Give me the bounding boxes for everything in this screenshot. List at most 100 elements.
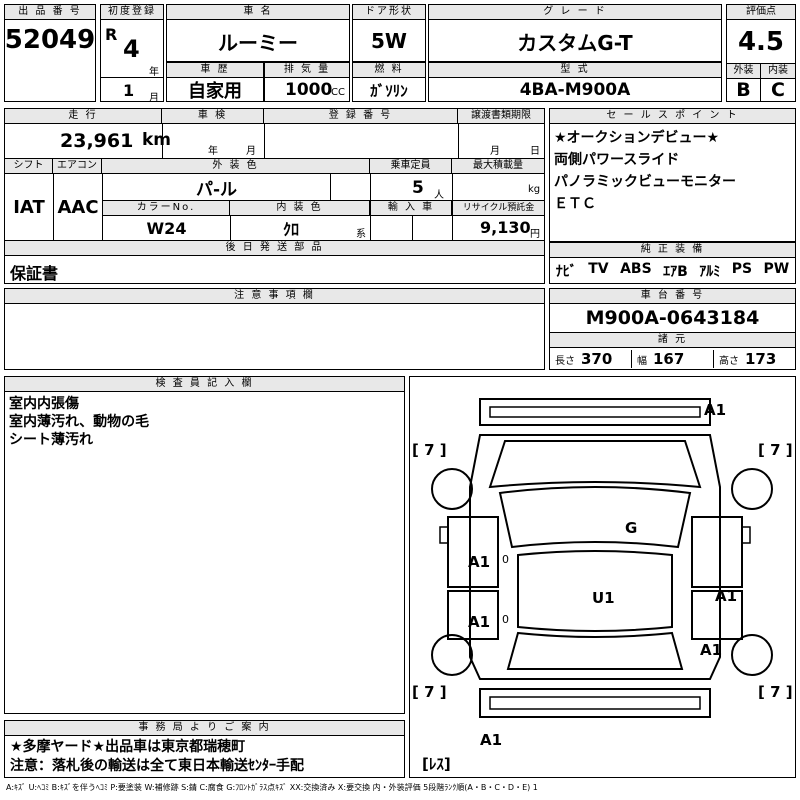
roof-outline bbox=[517, 550, 673, 632]
car-name-label: 車 名 bbox=[167, 5, 349, 20]
damage-mark-left-rear-door: A1 bbox=[468, 613, 490, 631]
height: 173 bbox=[745, 350, 777, 368]
hood-outline bbox=[488, 440, 702, 489]
model-code: 4BA-M900A bbox=[519, 80, 631, 100]
equipment-item: PS bbox=[731, 261, 753, 277]
transfer-day-unit: 日 bbox=[530, 146, 540, 157]
fuel-label: 燃 料 bbox=[353, 63, 425, 78]
right-mirror bbox=[741, 526, 751, 544]
sales-points-list: ★オークションデビュー★ 両側パワースライド パノラミックビューモニター ＥＴＣ bbox=[550, 124, 795, 218]
displacement-box: 排 気 量 1000 CC bbox=[264, 62, 350, 102]
damage-mark-roof: U1 bbox=[592, 589, 615, 607]
right-rear-door bbox=[691, 590, 743, 640]
score-label: 評価点 bbox=[727, 5, 795, 20]
inspection-label: 車 検 bbox=[162, 109, 264, 124]
grade-box: グ レ ー ド カスタムG-T bbox=[428, 4, 722, 62]
equipment-item: ｴｱB bbox=[663, 264, 688, 280]
tire-tread-front-right: [ 7 ] bbox=[758, 441, 793, 459]
tire-tread-front-left: [ 7 ] bbox=[412, 441, 447, 459]
displacement-unit: CC bbox=[331, 87, 345, 98]
model-box: 型 式 4BA-M900A bbox=[428, 62, 722, 102]
later-parts-label: 後 日 発 送 部 品 bbox=[5, 241, 544, 256]
left-mirror bbox=[439, 526, 449, 544]
inspector-note: シート薄汚れ bbox=[9, 432, 93, 448]
mileage-unit: km bbox=[142, 130, 172, 150]
length: 370 bbox=[581, 350, 613, 368]
damage-mark-rear-bumper: A1 bbox=[480, 731, 502, 749]
car-name: ルーミー bbox=[218, 30, 298, 55]
reg-month: 1 bbox=[123, 81, 135, 100]
grade: カスタムG-T bbox=[517, 30, 633, 55]
month-unit: 月 bbox=[149, 93, 159, 104]
equipment-item: PW bbox=[763, 261, 790, 277]
front-bumper-inner bbox=[489, 406, 701, 418]
max-load-label: 最大積載量 bbox=[452, 159, 544, 174]
rear-bumper-inner bbox=[489, 696, 701, 710]
equipment-item: ABS bbox=[620, 261, 652, 277]
shift-label: シフト bbox=[5, 159, 53, 174]
later-parts: 保証書 bbox=[10, 264, 59, 283]
lot-number: 52049 bbox=[5, 25, 95, 55]
chassis-box: 車 台 番 号 M900A-0643184 諸 元 長さ 370 幅 167 高… bbox=[549, 288, 796, 370]
dimensions-label: 諸 元 bbox=[550, 332, 795, 348]
inspection-month-unit: 月 bbox=[246, 146, 256, 157]
reg-year: 4 bbox=[123, 35, 140, 63]
width-label: 幅 bbox=[637, 356, 647, 367]
front-left-tire bbox=[431, 468, 473, 510]
era: R bbox=[105, 25, 118, 44]
inspector-note: 室内内張傷 bbox=[9, 396, 79, 412]
capacity-unit: 人 bbox=[434, 190, 444, 201]
caution-box: 注 意 事 項 欄 bbox=[4, 288, 545, 370]
exterior-label: 外装 bbox=[727, 63, 761, 79]
equipment-item: ﾅﾋﾞ bbox=[555, 264, 577, 280]
length-label: 長さ bbox=[555, 356, 575, 367]
inspector-box: 検 査 員 記 入 欄 室内内張傷 室内薄汚れ、動物の毛 シート薄汚れ bbox=[4, 376, 405, 714]
sales-points-box: セ ー ル ス ポ イ ン ト ★オークションデビュー★ 両側パワースライド パ… bbox=[549, 108, 796, 242]
door-label: ドア形状 bbox=[353, 5, 425, 20]
tire-tread-rear-left: [ 7 ] bbox=[412, 683, 447, 701]
mileage: 23,961 bbox=[60, 130, 134, 152]
damage-mark-left-front-door: A1 bbox=[468, 553, 490, 571]
rear-left-tire bbox=[431, 634, 473, 676]
transfer-month-unit: 月 bbox=[490, 146, 500, 157]
dimensions-row: 長さ 370 幅 167 高さ 173 bbox=[550, 348, 795, 370]
mileage-label: 走 行 bbox=[5, 109, 162, 124]
office-notice-line: ★多摩ヤード★出品車は東京都瑞穂町 bbox=[10, 739, 246, 755]
sales-point: ＥＴＣ bbox=[554, 196, 596, 212]
rear-right-tire bbox=[731, 634, 773, 676]
year-unit: 年 bbox=[149, 67, 159, 78]
equipment-list: ﾅﾋﾞ TV ABS ｴｱB ｱﾙﾐ PS PW bbox=[550, 258, 795, 281]
damage-mark-windshield: G bbox=[625, 519, 637, 537]
interior-label: 内装 bbox=[761, 63, 795, 79]
office-notice-line: 注意：落札後の輸送は全て東日本輸送ｾﾝﾀｰ手配 bbox=[10, 758, 304, 774]
history: 自家用 bbox=[188, 81, 242, 102]
interior-color: ｸﾛ bbox=[282, 220, 299, 239]
color-number-label: カラーNo. bbox=[103, 201, 230, 216]
front-right-tire bbox=[731, 468, 773, 510]
inspection-year-unit: 年 bbox=[208, 146, 218, 157]
displacement-label: 排 気 量 bbox=[265, 63, 349, 78]
office-notice-lines: ★多摩ヤード★出品車は東京都瑞穂町 注意：落札後の輸送は全て東日本輸送ｾﾝﾀｰ手… bbox=[5, 736, 404, 778]
office-notice-box: 事 務 局 よ り ご 案 内 ★多摩ヤード★出品車は東京都瑞穂町 注意：落札後… bbox=[4, 720, 405, 778]
zero-mark: 0 bbox=[502, 553, 509, 566]
overall-score: 4.5 bbox=[737, 27, 785, 57]
sales-points-label: セ ー ル ス ポ イ ン ト bbox=[550, 109, 795, 124]
fuel-box: 燃 料 ｶﾞｿﾘﾝ bbox=[352, 62, 426, 102]
car-name-box: 車 名 ルーミー bbox=[166, 4, 350, 62]
interior-color-unit: 系 bbox=[356, 229, 366, 240]
caution-label: 注 意 事 項 欄 bbox=[5, 289, 544, 304]
history-label: 車 歴 bbox=[167, 63, 263, 78]
exterior-grade: B bbox=[727, 78, 761, 102]
grade-label: グ レ ー ド bbox=[429, 5, 721, 20]
transfer-deadline-label: 譲渡書類期限 bbox=[458, 109, 544, 124]
import-label: 輸 入 車 bbox=[371, 201, 452, 216]
body-outline bbox=[469, 434, 721, 680]
recycle-label: リサイクル預託金 bbox=[453, 201, 544, 216]
legend: A:ｷｽﾞ U:ﾍｺﾐ B:ｷｽﾞを伴うﾍｺﾐ P:要塗装 W:補修跡 S:錆 … bbox=[6, 783, 538, 792]
first-registration-label: 初度登録 bbox=[101, 5, 163, 20]
sales-point: パノラミックビューモニター bbox=[554, 174, 736, 190]
inspector-notes: 室内内張傷 室内薄汚れ、動物の毛 シート薄汚れ bbox=[5, 392, 404, 452]
color-number: W24 bbox=[146, 218, 187, 238]
damage-mark-right-rear: A1 bbox=[700, 641, 722, 659]
